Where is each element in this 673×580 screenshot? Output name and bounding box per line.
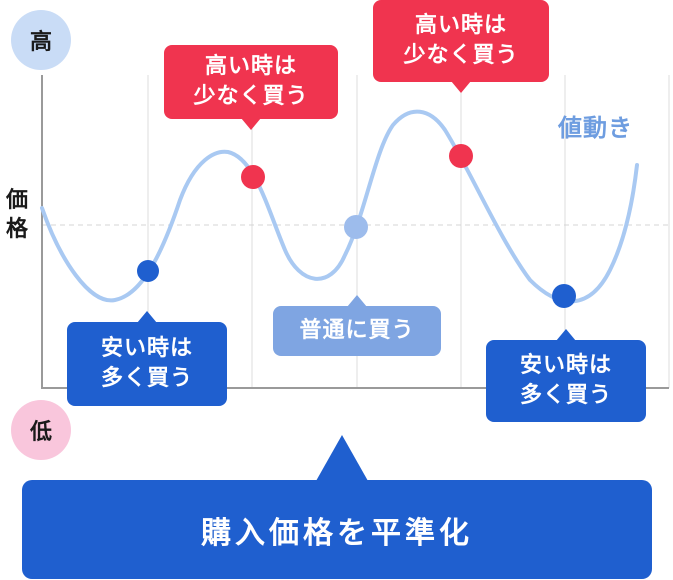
- price-movement-label: 値動き: [558, 114, 633, 142]
- buy-less-callout: 高い時は 少なく買う: [164, 45, 338, 130]
- buy-less-callout: 高い時は 少なく買う: [373, 0, 549, 93]
- buy-normal-callout: 普通に買う: [273, 295, 441, 356]
- price-curve: [40, 109, 639, 304]
- result-banner: 購入価格を平準化: [22, 480, 652, 579]
- buy-more-callout: 安い時は 多く買う: [67, 311, 227, 406]
- high-price-point: [449, 144, 473, 168]
- high-axis-marker: 高: [11, 10, 71, 70]
- low-axis-marker: 低: [11, 400, 71, 460]
- low-price-point: [552, 284, 576, 308]
- high-price-point: [241, 165, 265, 189]
- buy-more-callout: 安い時は 多く買う: [486, 329, 646, 422]
- result-arrow: [316, 435, 368, 481]
- low-price-point: [137, 260, 159, 282]
- y-axis-label: 価 格: [5, 188, 28, 242]
- mid-price-point: [344, 215, 368, 239]
